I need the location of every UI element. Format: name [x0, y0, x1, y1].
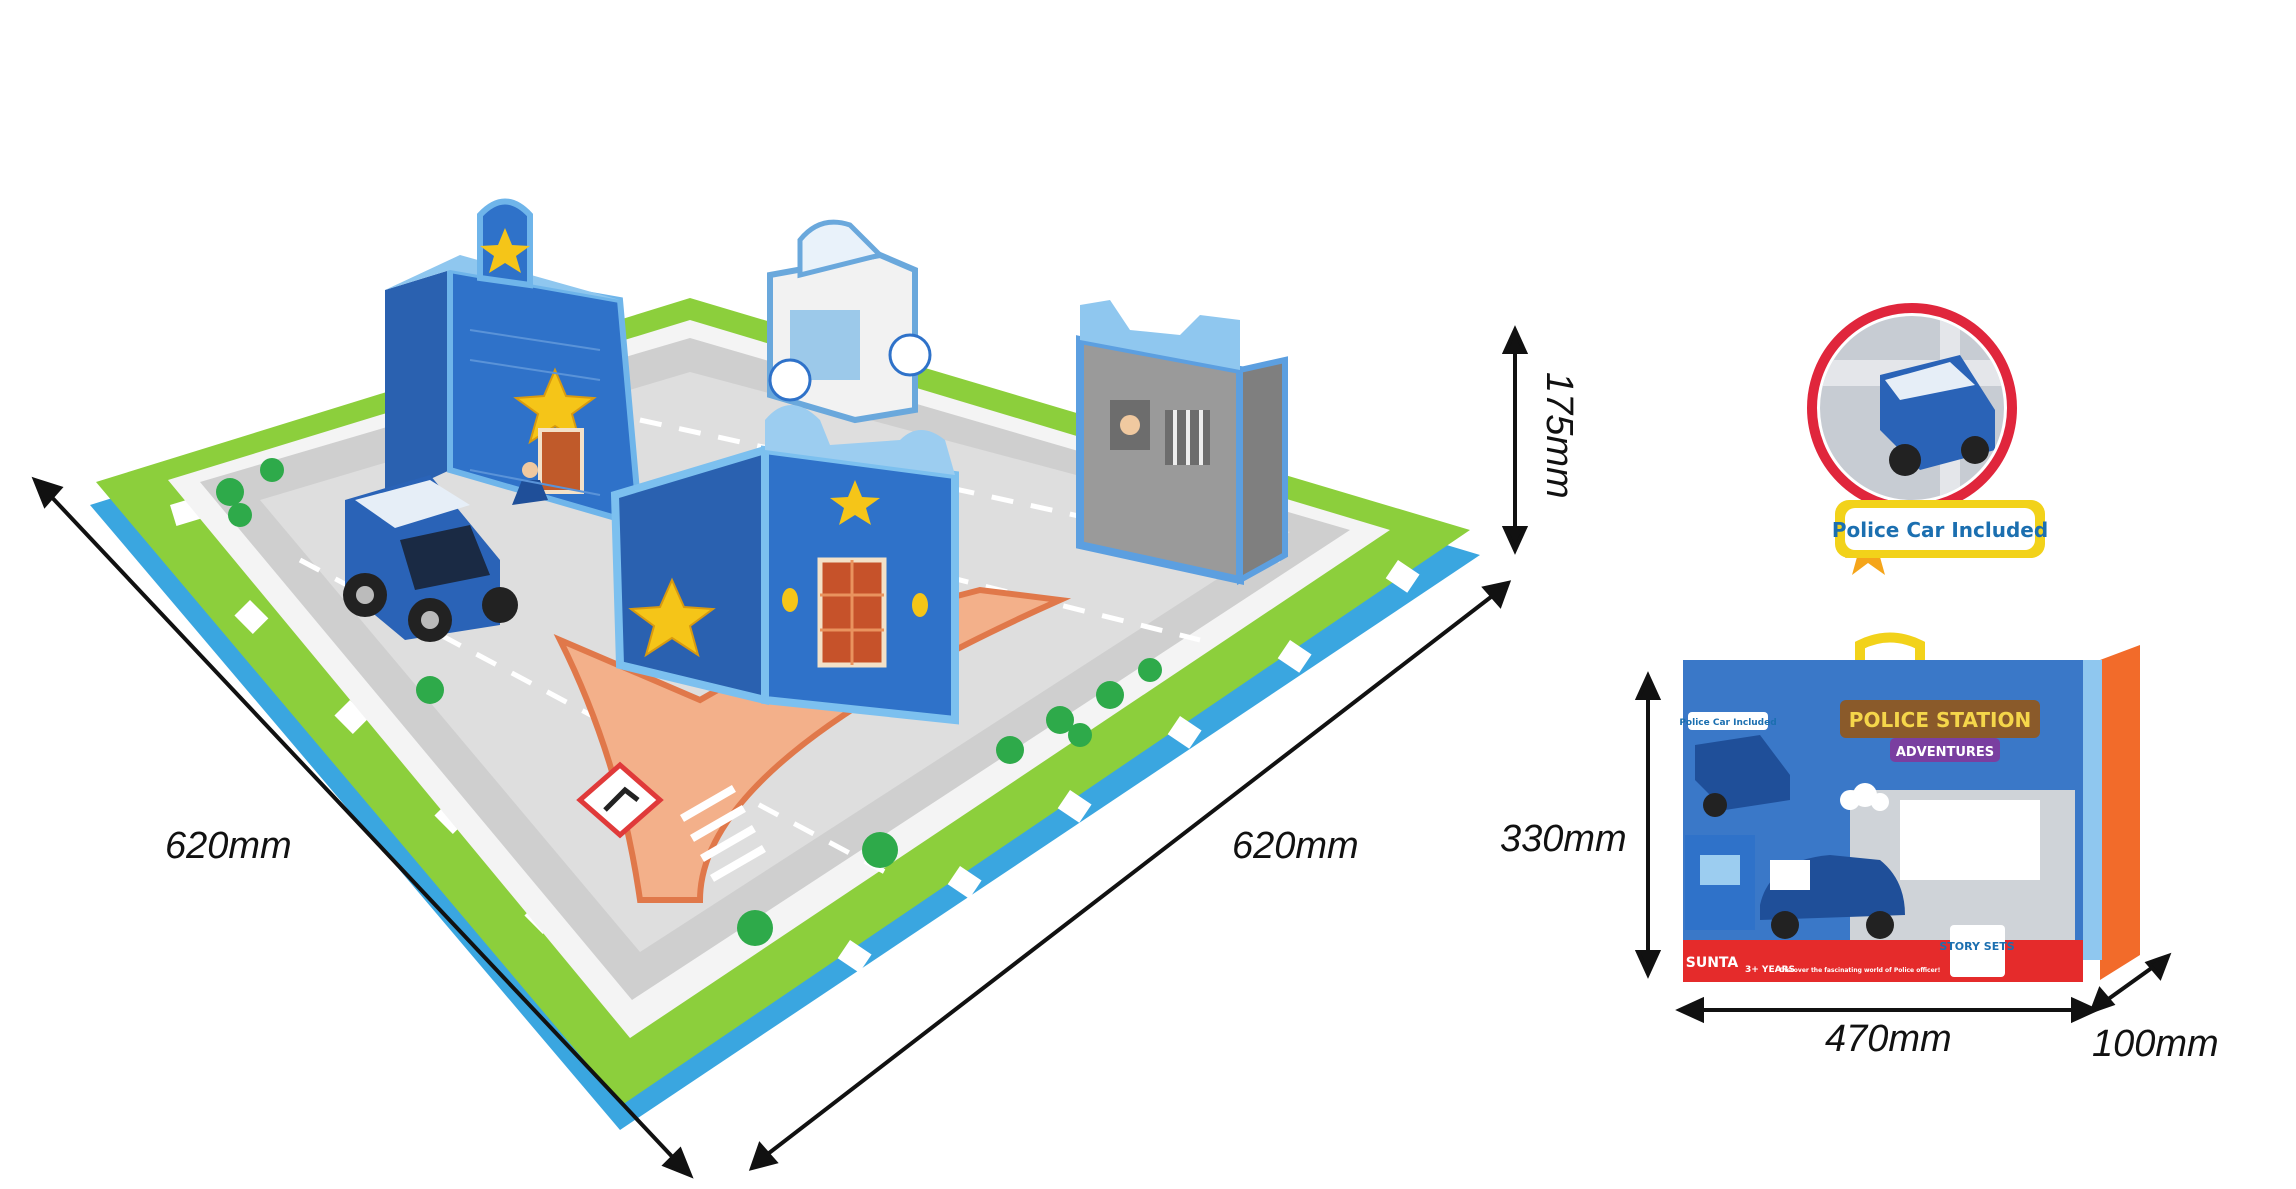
callout-label: Police Car Included: [1832, 518, 2048, 542]
dimension-arrows: [31, 325, 2172, 1179]
police-station-building: [610, 405, 959, 725]
jail-building: [1076, 300, 1288, 586]
box-brand: SUNTA: [1686, 955, 1739, 971]
box-width-label: 470mm: [1825, 1018, 1952, 1060]
box-car-badge: Police Car Included: [1679, 718, 1776, 728]
box-age: 3+ YEARS: [1745, 965, 1795, 975]
box-subtitle: ADVENTURES: [1896, 745, 1994, 760]
box-title: POLICE STATION: [1849, 708, 2031, 732]
white-building: [767, 219, 932, 424]
mat-width-label: 620mm: [1232, 825, 1359, 867]
police-truck-toy: [343, 475, 518, 642]
height-label: 175mm: [1538, 372, 1580, 499]
police-car-callout: Police Car Included: [1807, 303, 2048, 575]
mat-depth-label: 620mm: [165, 825, 292, 867]
box-story-sets: STORY SETS: [1939, 940, 2014, 953]
box-tagline: Discover the fascinating world of Police…: [1780, 967, 1941, 974]
packaging-box: POLICE STATION ADVENTURES Police Car Inc…: [1679, 632, 2140, 982]
box-depth-label: 100mm: [2092, 1023, 2219, 1065]
box-height-label: 330mm: [1500, 818, 1627, 860]
blue-tower: [385, 198, 644, 530]
